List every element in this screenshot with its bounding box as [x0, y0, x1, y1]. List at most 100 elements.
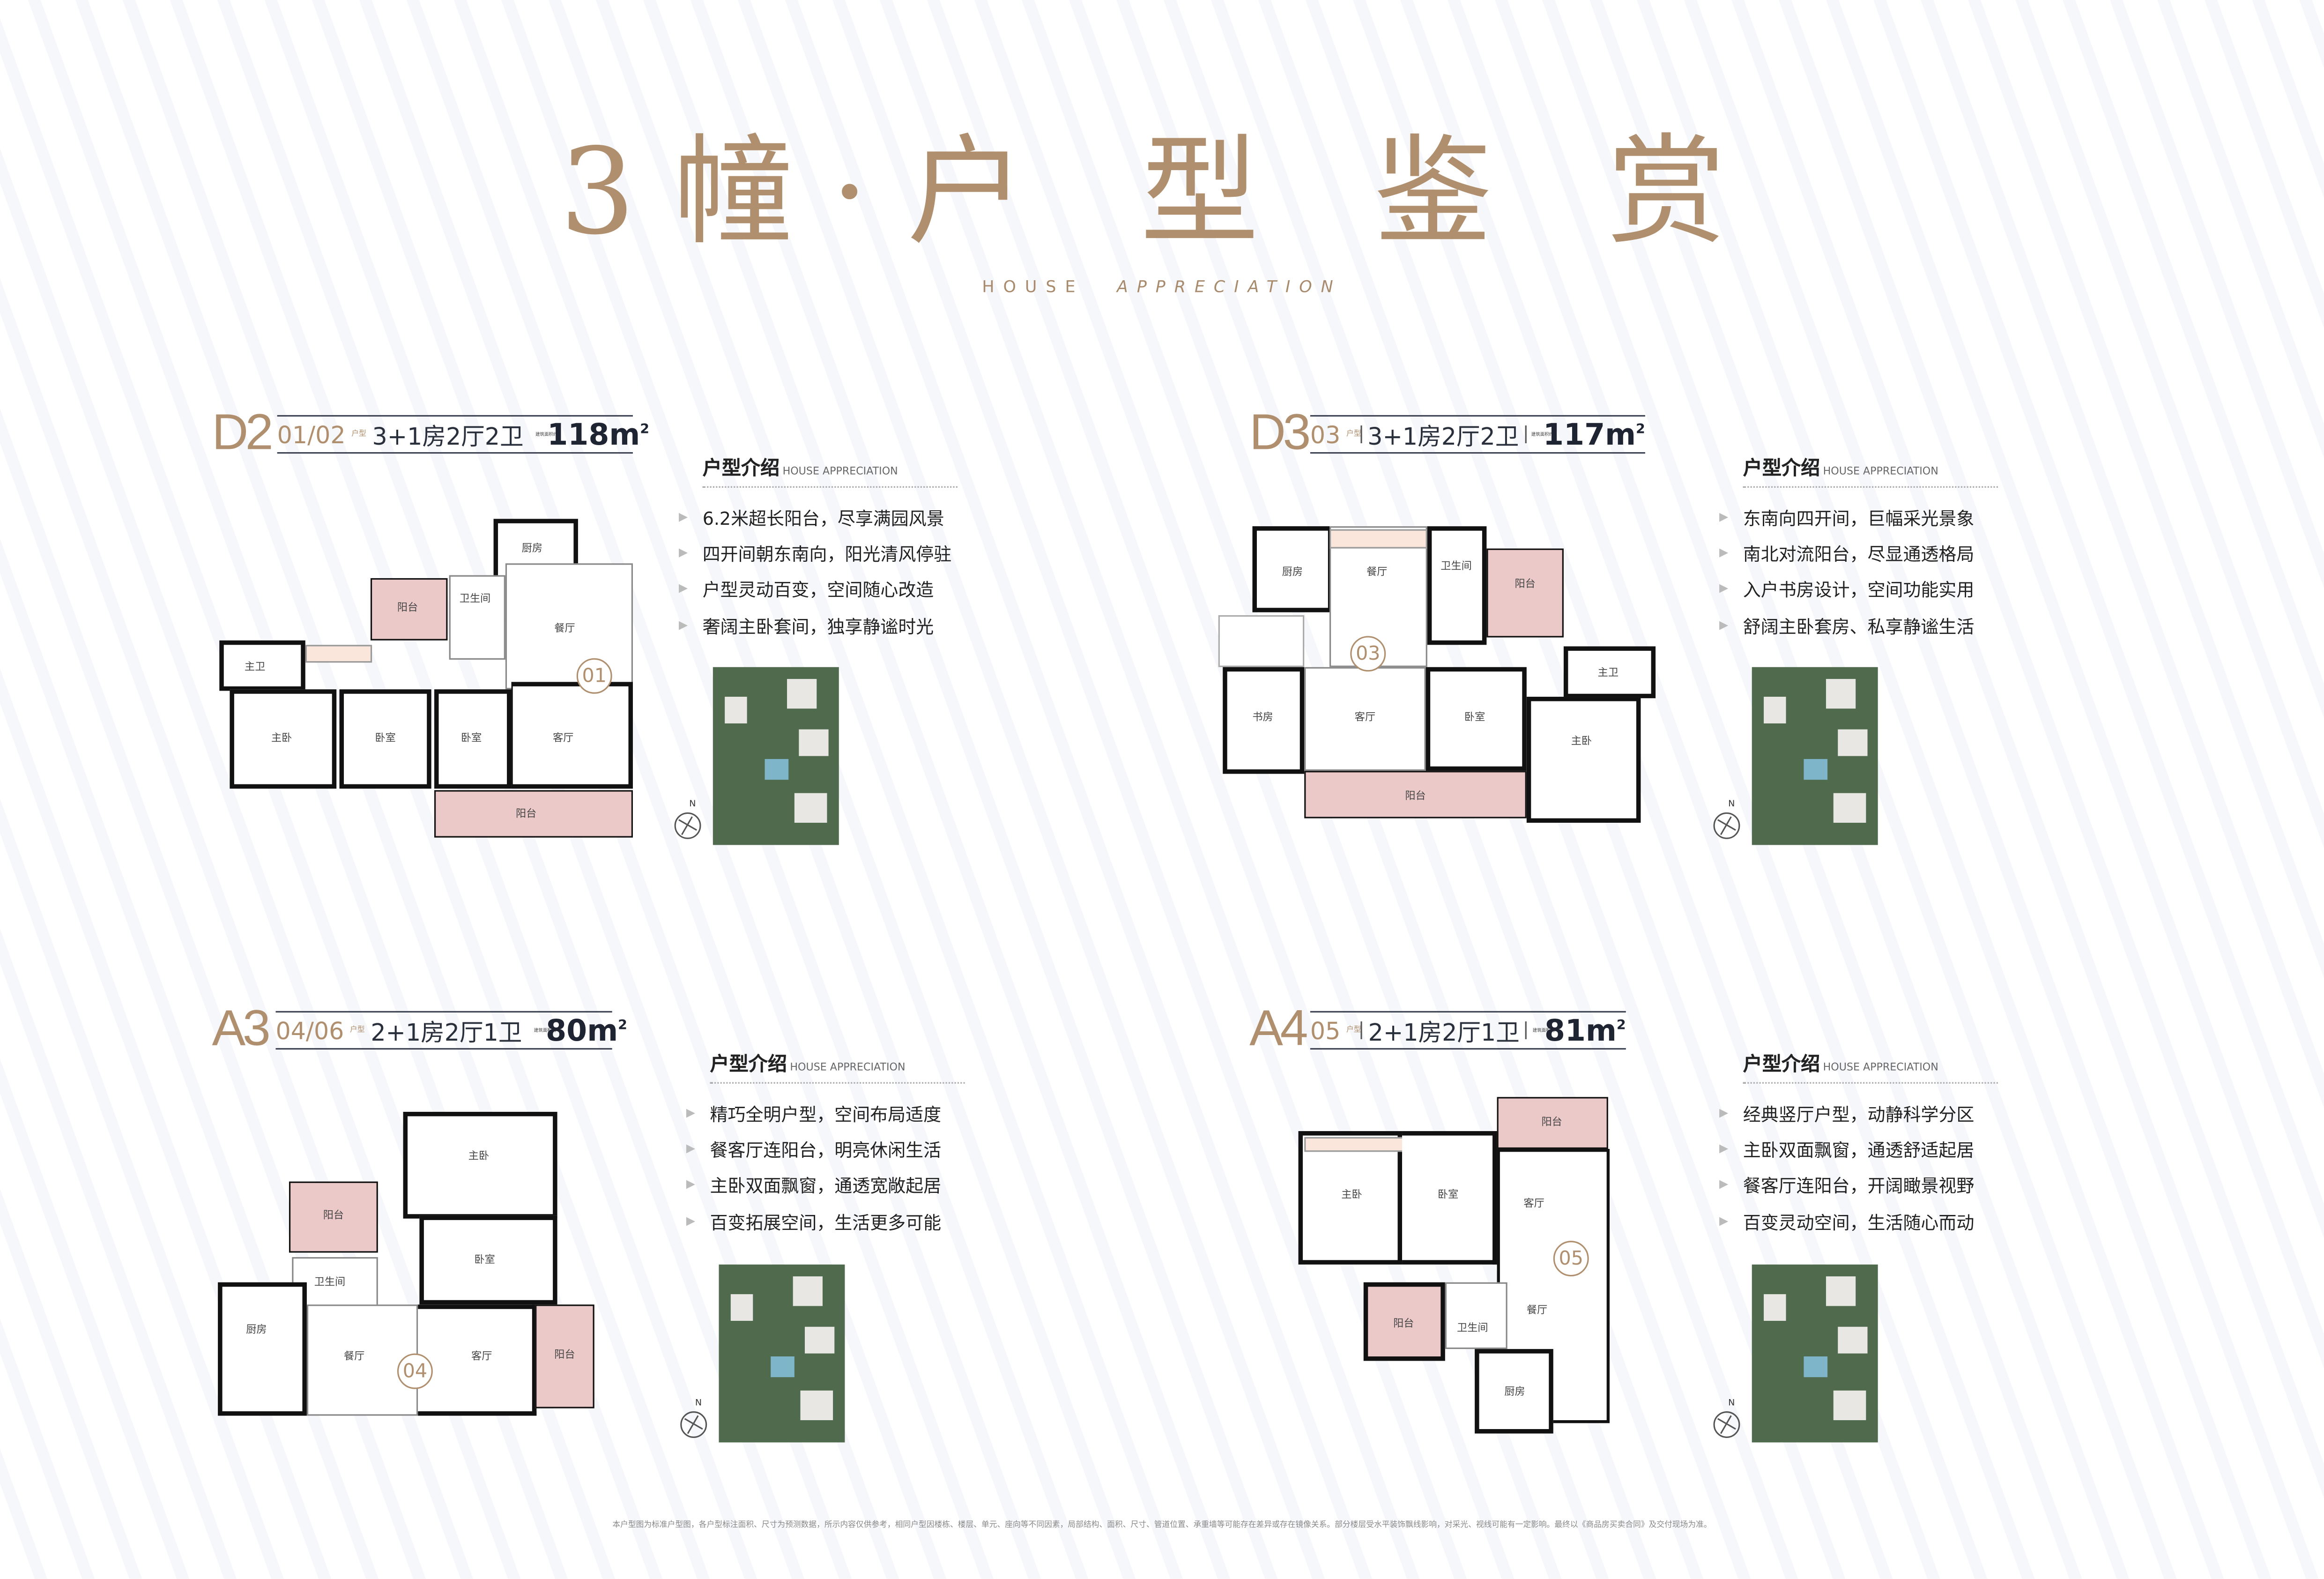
room-shape [418, 1304, 537, 1416]
room-shape [1427, 526, 1487, 645]
room-label: 阳台 [1405, 790, 1426, 802]
dotted-divider [1743, 486, 1998, 488]
feature-item: 主卧双面飘窗，通透舒适起居 [1719, 1137, 1998, 1173]
north-label: N [1728, 1398, 1735, 1408]
room-label: 厨房 [1504, 1386, 1525, 1398]
room-label: 阳台 [1393, 1318, 1414, 1330]
subtitle-house: HOUSE [982, 277, 1084, 297]
room-shape [370, 578, 448, 641]
room-label: 客厅 [471, 1350, 492, 1363]
unit-badge: 03 [1350, 636, 1386, 672]
room-label: 卫生间 [1440, 560, 1472, 573]
feature-item: 四开间朝东南向，阳光清风停驻 [679, 541, 958, 577]
room-shape [419, 1215, 557, 1305]
room-shape [1252, 526, 1330, 612]
feature-item: 精巧全明户型，空间布局适度 [686, 1102, 965, 1138]
room-shape [230, 689, 337, 789]
room-shape [1445, 1282, 1507, 1349]
room-label: 卧室 [474, 1254, 495, 1266]
entry [1218, 615, 1305, 667]
intro-en: HOUSE APPRECIATION [1823, 1061, 1938, 1073]
area-unit: m [609, 417, 640, 452]
feature-item: 主卧双面飘窗，通透宽敞起居 [686, 1173, 965, 1209]
room-shape [1223, 667, 1305, 774]
feature-item: 百变拓展空间，生活更多可能 [686, 1209, 965, 1245]
unit-area: 80m2 [546, 1013, 627, 1048]
room-label: 卫生间 [1457, 1322, 1488, 1334]
feature-item: 餐客厅连阳台，开阔瞰景视野 [1719, 1173, 1998, 1209]
type-label: 户型 [351, 430, 366, 439]
room-shape [339, 689, 431, 789]
room-label: 厨房 [1282, 566, 1303, 578]
room-label: 主卧 [1341, 1189, 1362, 1201]
type-label: 户型 [1346, 1026, 1361, 1035]
room-label: 餐厅 [344, 1350, 365, 1363]
north-compass-icon: N [1713, 799, 1740, 839]
area-unit: m [1585, 1012, 1617, 1048]
site-map [719, 1264, 845, 1443]
window [1329, 529, 1427, 549]
feature-item: 东南向四开间，巨幅采光景象 [1719, 506, 1998, 542]
room-label: 阳台 [323, 1209, 344, 1222]
unit-area: 118m2 [547, 417, 649, 452]
room-shape [434, 689, 512, 789]
feature-item: 舒阔主卧套房、私享静谧生活 [1719, 613, 1998, 649]
room-shape [1402, 1131, 1497, 1265]
unit-badge: 05 [1553, 1241, 1589, 1277]
type-label: 户型 [350, 1026, 365, 1035]
room-shape [1497, 1097, 1608, 1149]
area-label: 建筑面积约 [535, 431, 558, 437]
unit-badge: 04 [397, 1353, 433, 1389]
room-label: 餐厅 [1526, 1304, 1548, 1317]
room-label: 阳台 [516, 808, 537, 820]
feature-item: 6.2米超长阳台，尽享满园风景 [679, 506, 958, 542]
window [305, 645, 372, 663]
area-label: 建筑面积约 [534, 1027, 557, 1033]
room-shape [449, 575, 505, 660]
site-map [713, 667, 839, 845]
room-label: 主卧 [1571, 735, 1592, 747]
room-shape [1363, 1282, 1445, 1361]
area-value: 117 [1543, 417, 1605, 452]
area-value: 118 [547, 417, 609, 452]
room-label: 卧室 [1464, 711, 1485, 723]
north-label: N [689, 799, 696, 810]
area-sup: 2 [618, 1019, 627, 1034]
unit-area: 81m2 [1544, 1013, 1626, 1048]
room-shape [1304, 667, 1426, 771]
room-label: 卧室 [1437, 1189, 1459, 1201]
divider [1525, 1021, 1527, 1039]
area-unit: m [587, 1012, 618, 1048]
north-compass-icon: N [1713, 1398, 1740, 1438]
feature-item: 奢阔主卧套间，独享静谧时光 [679, 613, 958, 649]
room-shape [1526, 697, 1641, 823]
room-label: 主卫 [245, 661, 266, 673]
room-label: 主卧 [468, 1150, 490, 1162]
room-label: 客厅 [1523, 1198, 1544, 1210]
intro-title: 户型介绍 [702, 458, 780, 481]
room-label: 厨房 [521, 542, 542, 555]
room-label: 餐厅 [1366, 566, 1388, 578]
room-label: 主卧 [271, 732, 292, 745]
room-shape [289, 1181, 378, 1253]
unit-code: A3 [212, 1000, 270, 1057]
intro-title: 户型介绍 [710, 1054, 787, 1076]
unit-numbers: 03 [1310, 420, 1341, 449]
area-label: 建筑面积约 [1531, 431, 1554, 437]
area-sup: 2 [640, 423, 650, 438]
feature-item: 户型灵动百变，空间随心改造 [679, 577, 958, 613]
intro-en: HOUSE APPRECIATION [1823, 465, 1938, 477]
unit-badge: 01 [576, 658, 612, 694]
feature-item: 百变灵动空间，生活随心而动 [1719, 1209, 1998, 1245]
north-label: N [1728, 799, 1735, 810]
area-unit: m [1605, 417, 1636, 452]
room-label: 客厅 [1354, 711, 1376, 723]
room-shape [1304, 771, 1527, 819]
